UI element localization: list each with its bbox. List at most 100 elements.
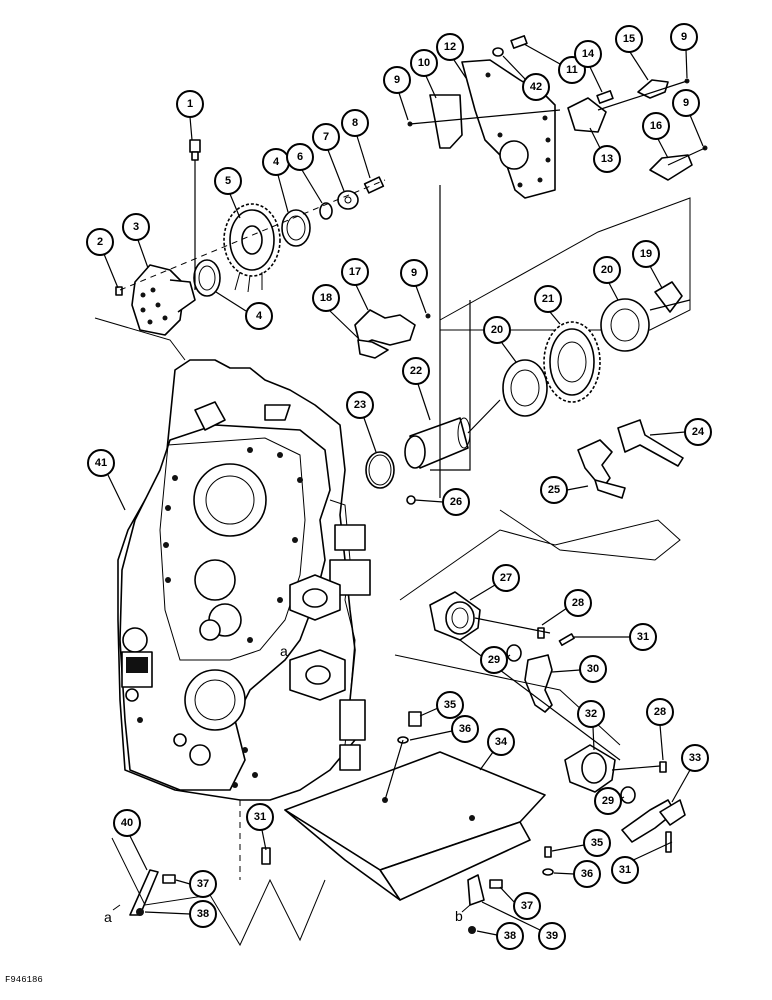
support-bracket-right (467, 874, 485, 934)
svg-text:6: 6 (297, 151, 303, 163)
svg-text:8: 8 (352, 117, 358, 129)
callout-32: 32 (577, 700, 605, 751)
dowel-pin (115, 286, 123, 296)
tapered-bearing-left (502, 359, 548, 417)
svg-text:31: 31 (637, 631, 649, 643)
callout-4-lower: 4 (215, 291, 273, 330)
shift-shaft (617, 419, 684, 467)
callout-25: 25 (540, 476, 589, 504)
svg-text:31: 31 (619, 864, 631, 876)
svg-text:9: 9 (411, 267, 417, 279)
svg-text:33: 33 (689, 752, 701, 764)
bearing-cap-bracket (354, 309, 416, 346)
svg-text:29: 29 (488, 654, 500, 666)
dowel-pin-lower (261, 847, 271, 865)
detent-bolt (596, 90, 614, 104)
callout-35-upper: 35 (419, 691, 464, 719)
shift-housing-upper (429, 591, 481, 641)
callout-24: 24 (649, 418, 712, 446)
svg-text:7: 7 (323, 131, 329, 143)
hub-sleeve (404, 417, 471, 469)
callout-31-upper: 31 (574, 623, 657, 651)
callout-22: 22 (402, 357, 431, 421)
svg-text:38: 38 (197, 908, 209, 920)
callout-2: 2 (86, 228, 119, 289)
callout-8: 8 (341, 109, 371, 179)
callout-7: 7 (312, 123, 345, 192)
svg-text:42: 42 (530, 81, 542, 93)
callout-39: 39 (481, 901, 566, 950)
svg-text:28: 28 (572, 597, 584, 609)
roll-pins (558, 633, 672, 853)
callout-33: 33 (671, 744, 709, 803)
bearing-right (281, 209, 311, 247)
svg-text:38: 38 (504, 930, 516, 942)
callout-29-upper: 29 (480, 646, 511, 674)
callout-27: 27 (469, 564, 520, 601)
svg-text:2: 2 (97, 236, 103, 248)
seal-ring-lower (620, 786, 636, 804)
svg-text:18: 18 (320, 292, 332, 304)
dowel-plug (406, 495, 416, 505)
callout-42: 42 (502, 55, 550, 101)
callout-15: 15 (615, 25, 649, 81)
svg-text:35: 35 (444, 699, 456, 711)
svg-text:1: 1 (187, 98, 193, 110)
svg-text:9: 9 (683, 97, 689, 109)
svg-text:22: 22 (410, 365, 422, 377)
svg-text:36: 36 (581, 868, 593, 880)
hex-bolt (363, 176, 385, 194)
callout-38-left: 38 (144, 900, 217, 928)
callout-36-lower: 36 (553, 860, 601, 888)
callout-12: 12 (436, 33, 467, 79)
svg-text:24: 24 (692, 426, 705, 438)
callout-29-lower: 29 (594, 787, 625, 815)
bearing-retainer-plate (131, 264, 196, 336)
callout-19: 19 (632, 240, 663, 289)
svg-text:39: 39 (546, 930, 558, 942)
callout-18: 18 (312, 284, 359, 339)
shift-housing-lower (564, 744, 616, 793)
callout-37-right: 37 (499, 886, 541, 920)
detent-cover (567, 97, 607, 133)
svg-text:9: 9 (394, 74, 400, 86)
oil-pan (284, 751, 546, 901)
svg-text:31: 31 (254, 811, 266, 823)
transmission-housing (117, 359, 371, 801)
callout-21: 21 (534, 285, 562, 325)
svg-text:12: 12 (444, 41, 456, 53)
svg-text:35: 35 (591, 837, 603, 849)
callout-9-a: 9 (383, 66, 411, 121)
svg-text:30: 30 (587, 663, 599, 675)
shift-fork (577, 439, 626, 499)
tapered-bearing-right (600, 298, 650, 352)
svg-text:20: 20 (601, 264, 613, 276)
svg-text:36: 36 (459, 723, 471, 735)
spur-gear (223, 203, 281, 293)
bearing-cap-strap (357, 339, 389, 359)
callout-14: 14 (574, 40, 603, 93)
ref-letter-a-lower: a (104, 909, 112, 925)
callout-36-upper: 36 (409, 715, 479, 743)
callout-40: 40 (113, 809, 148, 871)
callout-23: 23 (346, 391, 377, 453)
figure-code: F946186 (5, 975, 43, 985)
callout-37-left: 37 (175, 870, 217, 898)
svg-text:26: 26 (450, 496, 462, 508)
svg-text:4: 4 (256, 310, 263, 322)
callout-28-upper: 28 (541, 589, 592, 626)
callout-41: 41 (87, 449, 126, 511)
svg-text:5: 5 (225, 175, 231, 187)
callout-9-b: 9 (670, 23, 698, 79)
svg-text:10: 10 (418, 57, 430, 69)
callout-4-upper: 4 (262, 148, 290, 213)
svg-text:14: 14 (582, 48, 595, 60)
ref-letter-b: b (455, 908, 463, 924)
helical-gear (543, 321, 601, 403)
shift-lever-upper (524, 654, 553, 713)
lever-guard (637, 79, 669, 99)
svg-text:9: 9 (681, 31, 687, 43)
callout-1: 1 (176, 90, 204, 141)
callout-28-lower: 28 (646, 698, 674, 761)
